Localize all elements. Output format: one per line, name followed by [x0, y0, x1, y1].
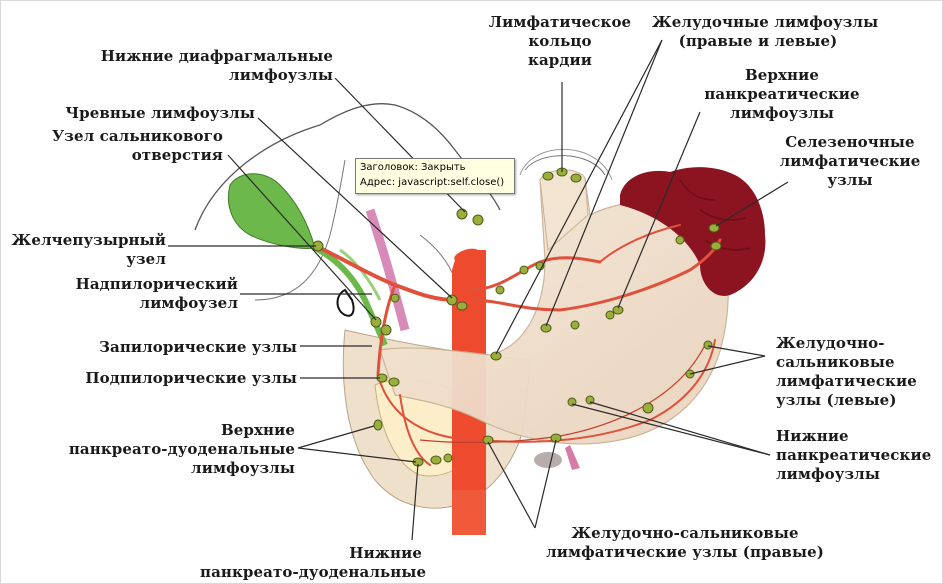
- link-tooltip: Заголовок: Закрыть Адрес: javascript:sel…: [355, 158, 515, 194]
- tooltip-title: Заголовок: Закрыть: [360, 162, 466, 173]
- label-splenic-nodes: Селезеночные лимфатические узлы: [779, 133, 921, 189]
- label-retropyloric-nodes: Запилорические узлы: [99, 338, 297, 356]
- lymph-node: [490, 351, 502, 361]
- lymph-node: [703, 340, 713, 350]
- leader-lines: [168, 39, 789, 541]
- lymph-node: [370, 316, 382, 328]
- label-subpyloric-nodes: Подпилорические узлы: [85, 369, 297, 387]
- label-gallbladder-node: Желчепузырный узел: [11, 231, 166, 268]
- lymph-node: [430, 455, 442, 465]
- tooltip-address: Адрес: javascript:self.close(): [360, 177, 505, 188]
- lymph-node: [519, 265, 529, 275]
- lymph-node: [570, 173, 582, 183]
- label-celiac-nodes: Чревные лимфоузлы: [65, 104, 255, 122]
- label-cardia-lymph-ring: Лимфатическое кольцо кардии: [488, 13, 632, 69]
- lymph-node: [456, 301, 468, 311]
- lymph-node: [605, 310, 615, 320]
- lymph-node: [540, 323, 552, 333]
- label-gastroomental-right-nodes: Желудочно-сальниковые лимфатические узлы…: [546, 524, 824, 561]
- label-gastric-nodes: Желудочные лимфоузлы (правые и левые): [652, 13, 879, 50]
- label-suprapyloric-node: Надпилорический лимфоузел: [75, 275, 238, 312]
- lymph-node: [380, 324, 392, 336]
- label-upper-pancreaticoduodenal-nodes: Верхние панкреато-дуоденальные лимфоузлы: [68, 421, 295, 477]
- lymph-node: [542, 171, 554, 181]
- label-lower-pancreaticoduodenal-nodes: Нижние панкреато-дуоденальные: [200, 544, 427, 581]
- portal-vein: [365, 208, 410, 332]
- lymph-node: [390, 293, 400, 303]
- lymph-node: [710, 241, 722, 251]
- lymph-node: [495, 285, 505, 295]
- lymph-node: [675, 235, 685, 245]
- lymph-node: [472, 214, 484, 226]
- lymph-node: [446, 294, 458, 306]
- lymph-node: [443, 453, 453, 463]
- lymph-node: [388, 377, 400, 387]
- lymph-node: [482, 435, 494, 445]
- label-lower-diaphragmatic-nodes: Нижние диафрагмальные лимфоузлы: [100, 47, 333, 84]
- label-gastroomental-left-nodes: Желудочно- сальниковые лимфатические узл…: [776, 334, 917, 409]
- lymph-node: [570, 320, 580, 330]
- label-upper-pancreatic-nodes: Верхние панкреатические лимфоузлы: [704, 66, 860, 122]
- label-lower-pancreatic-nodes: Нижние панкреатические лимфоузлы: [776, 427, 932, 483]
- lymph-node: [612, 305, 624, 315]
- lymph-node: [456, 208, 468, 220]
- label-omental-foramen-node: Узел сальникового отверстия: [52, 127, 223, 164]
- spleen: [620, 167, 766, 296]
- lymph-node: [373, 419, 383, 431]
- lymph-node: [642, 402, 654, 414]
